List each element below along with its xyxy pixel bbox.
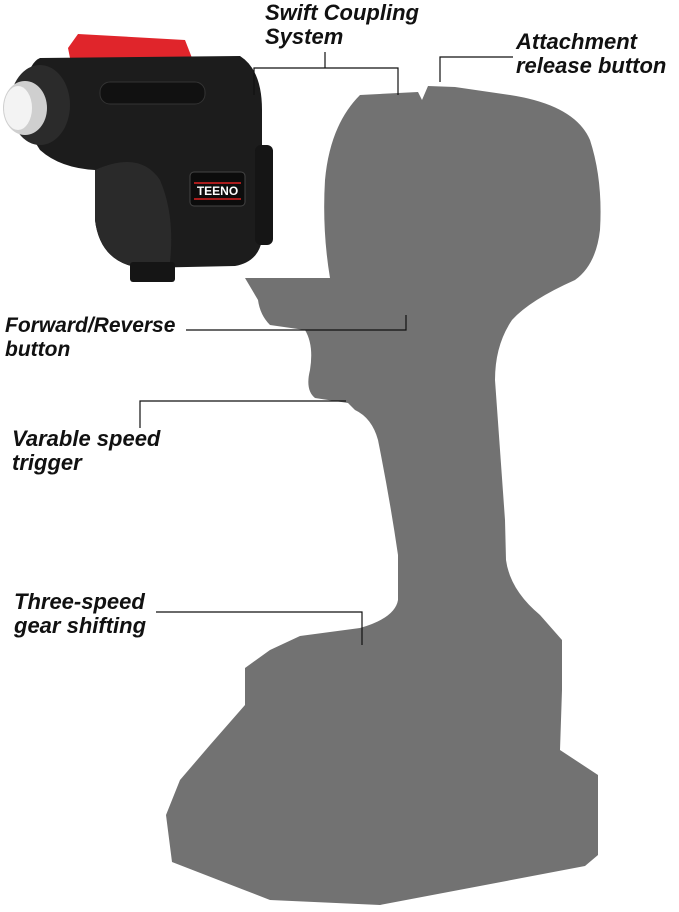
label-line: gear shifting bbox=[14, 613, 147, 638]
label-line: trigger bbox=[12, 450, 82, 475]
drill-silhouette bbox=[166, 86, 601, 905]
attachment-foot bbox=[130, 262, 175, 282]
label-line: Swift Coupling bbox=[265, 0, 419, 25]
swift-coupling-label: Swift Coupling System bbox=[265, 1, 419, 49]
label-line: Three-speed bbox=[14, 589, 145, 614]
attachment-body bbox=[24, 56, 262, 268]
three-speed-leader bbox=[156, 611, 363, 645]
teeno-logo-text: TEENO bbox=[197, 184, 238, 198]
label-line: Forward/Reverse bbox=[5, 314, 176, 337]
label-line: release button bbox=[516, 53, 667, 78]
forward-reverse-leader bbox=[186, 315, 407, 331]
label-line: button bbox=[5, 338, 71, 361]
forward-reverse-label: Forward/Reverse button bbox=[5, 314, 175, 362]
callout-lines bbox=[139, 52, 513, 645]
attachment-head-image: TEENO bbox=[3, 34, 273, 282]
label-line: Varable speed bbox=[12, 426, 161, 451]
label-line: System bbox=[265, 24, 344, 49]
red-release-lever bbox=[68, 34, 192, 58]
attachment-release-label: Attachment release button bbox=[516, 30, 666, 78]
variable-speed-label: Varable speed trigger bbox=[12, 427, 160, 475]
variable-speed-leader bbox=[139, 400, 346, 428]
label-line: Attachment bbox=[516, 29, 638, 54]
swift-coupling-bracket bbox=[253, 67, 399, 95]
three-speed-label: Three-speed gear shifting bbox=[14, 590, 146, 638]
teeno-badge bbox=[189, 171, 246, 207]
attachment-release-leader bbox=[439, 56, 513, 82]
